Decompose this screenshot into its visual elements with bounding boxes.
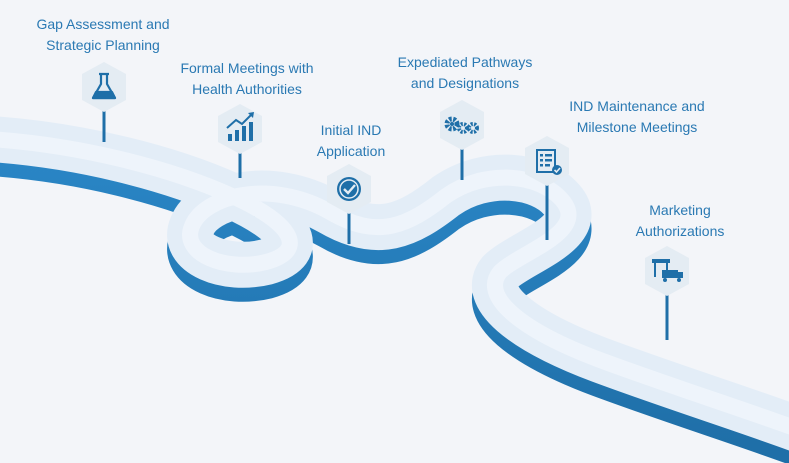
milestone-3-line2: Application [316,143,386,159]
milestone-6 [645,246,689,340]
milestone-4 [440,100,484,180]
milestone-4-label: Expediated Pathways and Designations [380,52,550,94]
milestone-5-label: IND Maintenance and Milestone Meetings [552,96,722,138]
milestone-1-label: Gap Assessment and Strategic Planning [18,14,188,56]
milestone-1 [82,62,126,142]
milestone-2 [218,104,262,178]
road-top [0,116,789,451]
milestone-6-line2: Authorizations [635,223,725,239]
hexagon-marker [82,62,126,112]
milestone-1-line2: Strategic Planning [46,37,160,53]
milestone-5-line2: Milestone Meetings [576,119,698,135]
checklist-icon [536,149,562,175]
milestone-2-line1: Formal Meetings with [180,60,314,76]
milestone-6-line1: Marketing [649,202,711,218]
milestone-4-line1: Expediated Pathways [397,54,533,70]
milestone-3-label: Initial IND Application [296,120,406,162]
market-delivery-icon [652,259,683,282]
milestone-5-line1: IND Maintenance and [569,98,705,114]
milestone-2-line2: Health Authorities [192,81,302,97]
milestone-1-line1: Gap Assessment and [36,16,170,32]
milestone-2-label: Formal Meetings with Health Authorities [166,58,328,100]
milestone-4-line2: and Designations [410,75,520,91]
milestone-5 [525,136,569,240]
milestone-3-line1: Initial IND [320,122,382,138]
hexagon-marker [218,104,262,154]
growth-chart-icon [226,112,254,141]
approval-badge-icon [337,177,361,201]
milestone-6-label: Marketing Authorizations [618,200,742,242]
gears-icon [444,116,479,134]
flask-icon [91,72,117,100]
milestone-3 [327,164,371,244]
